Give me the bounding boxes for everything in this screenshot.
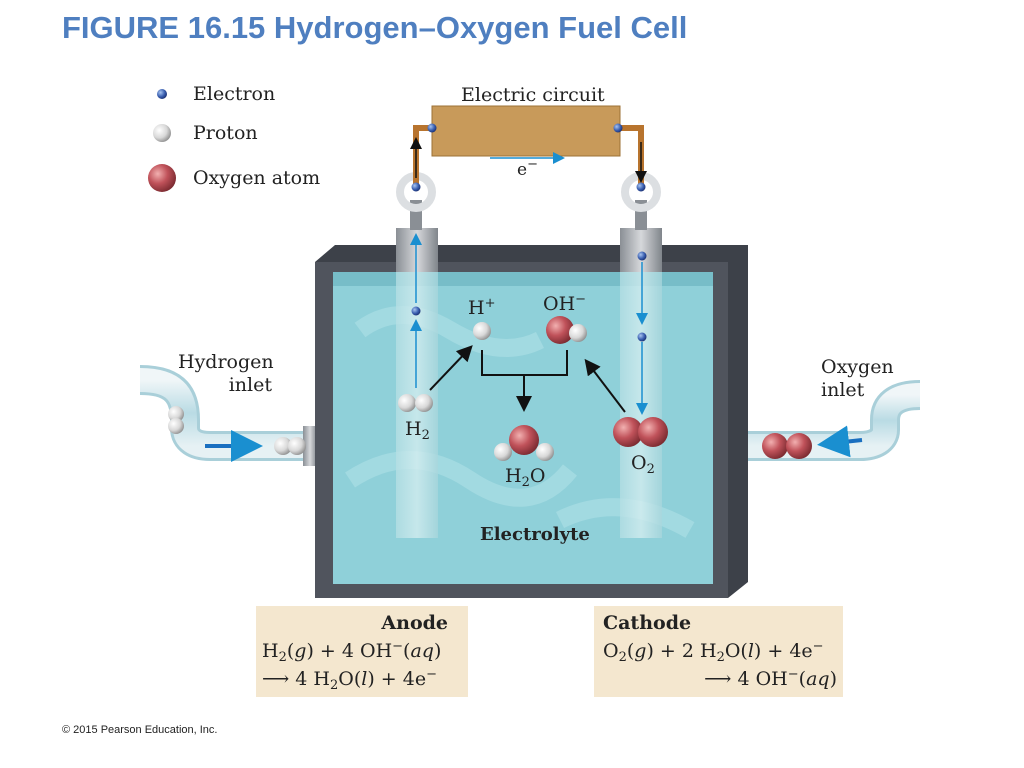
anode-equation-line2: ⟶ 4 H2O(l) + 4e−	[262, 667, 438, 693]
h2-label: H2	[405, 418, 430, 443]
h2-molecule	[398, 394, 433, 412]
cell-container	[315, 245, 748, 598]
electron-symbol: e−	[517, 157, 538, 180]
anode-electrode	[396, 172, 438, 538]
anode-heading: Anode	[381, 612, 448, 634]
legend-proton-label: Proton	[193, 122, 258, 144]
anode-equation-box: Anode H2(g) + 4 OH−(aq) ⟶ 4 H2O(l) + 4e−	[256, 606, 468, 697]
electron-icon	[637, 332, 647, 342]
circuit-board	[431, 105, 621, 157]
cathode-equation-line1: O2(g) + 2 H2O(l) + 4e−	[603, 639, 824, 665]
legend-oxygen-icon	[148, 164, 176, 192]
oh-minus-ion	[546, 316, 587, 344]
cathode-equation-box: Cathode O2(g) + 2 H2O(l) + 4e− ⟶ 4 OH−(a…	[594, 606, 843, 697]
anode-equation-line1: H2(g) + 4 OH−(aq)	[262, 639, 442, 665]
hydrogen-inlet-pipe	[139, 365, 317, 466]
legend-oxygen-label: Oxygen atom	[193, 167, 321, 189]
h-plus-ion	[473, 322, 491, 340]
copyright: © 2015 Pearson Education, Inc.	[62, 724, 218, 736]
cathode-electrode	[620, 172, 662, 538]
o2-label: O2	[631, 452, 655, 477]
legend-electron-label: Electron	[193, 83, 276, 105]
figure-title: FIGURE 16.15 Hydrogen–Oxygen Fuel Cell	[62, 10, 688, 45]
legend-proton-icon	[153, 124, 171, 142]
o2-molecule	[613, 417, 668, 447]
h2o-label: H2O	[505, 465, 546, 490]
circuit-label: Electric circuit	[461, 84, 605, 106]
h2o-molecule	[494, 425, 554, 461]
h-plus-label: H+	[468, 296, 496, 319]
cathode-heading: Cathode	[603, 612, 692, 634]
oh-minus-label: OH−	[543, 292, 587, 315]
electron-icon	[637, 251, 647, 261]
electron-icon	[411, 306, 421, 316]
electric-circuit	[410, 105, 647, 192]
electrolyte-label: Electrolyte	[480, 524, 590, 545]
cathode-equation-line2: ⟶ 4 OH−(aq)	[704, 667, 837, 690]
legend-electron-icon	[157, 89, 167, 99]
oxygen-inlet-pipe	[728, 380, 921, 466]
